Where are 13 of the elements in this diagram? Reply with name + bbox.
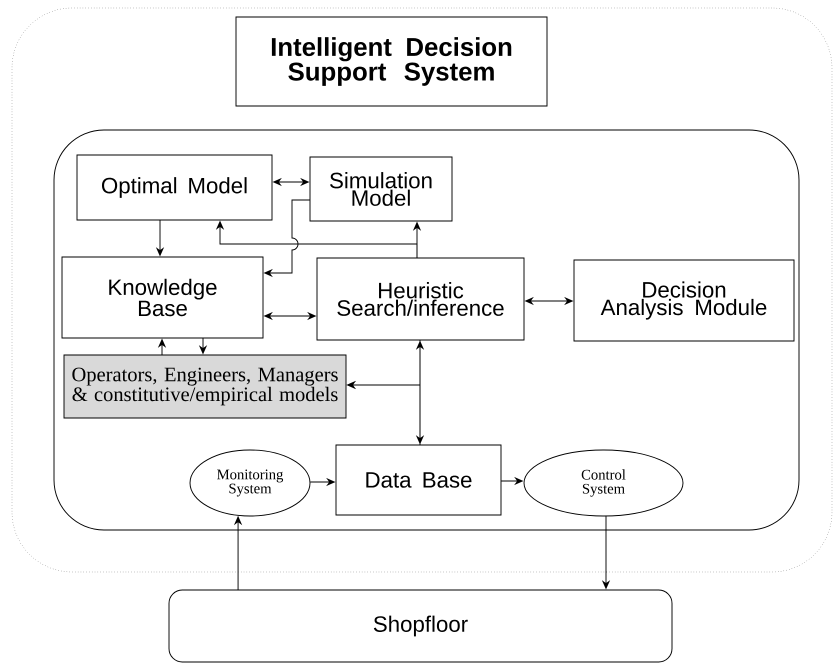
system-frame	[54, 130, 800, 530]
process-box: Heuristic Search/inference	[316, 258, 524, 340]
process-box: Data Base	[336, 444, 502, 516]
rounded-box: Shopfloor	[168, 590, 672, 662]
title-box: Intelligent Decision Support System	[236, 16, 548, 106]
ellipse-node: Monitoring System	[190, 450, 310, 516]
shaded-box: Operators, Engineers, Managers & constitutive/empirical models	[64, 354, 346, 418]
process-box: Decision Analysis Module	[574, 260, 794, 342]
process-box: Simulation Model	[310, 156, 452, 222]
dotted-boundary	[12, 8, 832, 572]
ellipse-node: Control System	[524, 450, 684, 516]
process-box: Knowledge Base	[62, 256, 264, 338]
process-box: Optimal Model	[76, 154, 272, 220]
